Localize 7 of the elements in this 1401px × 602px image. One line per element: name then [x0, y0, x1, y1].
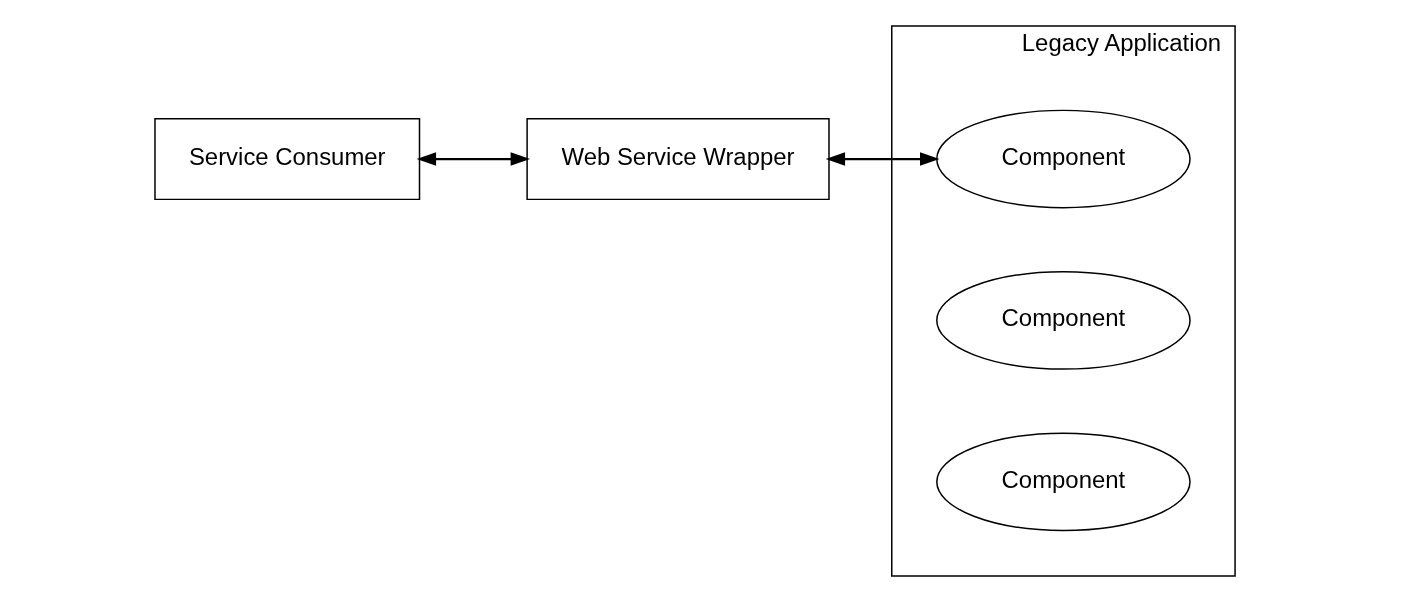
node-ellipse: Component — [935, 271, 1191, 370]
node-ellipse: Component — [935, 109, 1191, 209]
arrow — [825, 152, 939, 166]
node-box: Web Service Wrapper — [525, 117, 830, 201]
node-ellipse: Component — [935, 432, 1191, 532]
arrow — [416, 152, 530, 166]
node-box: Service Consumer — [153, 117, 420, 201]
